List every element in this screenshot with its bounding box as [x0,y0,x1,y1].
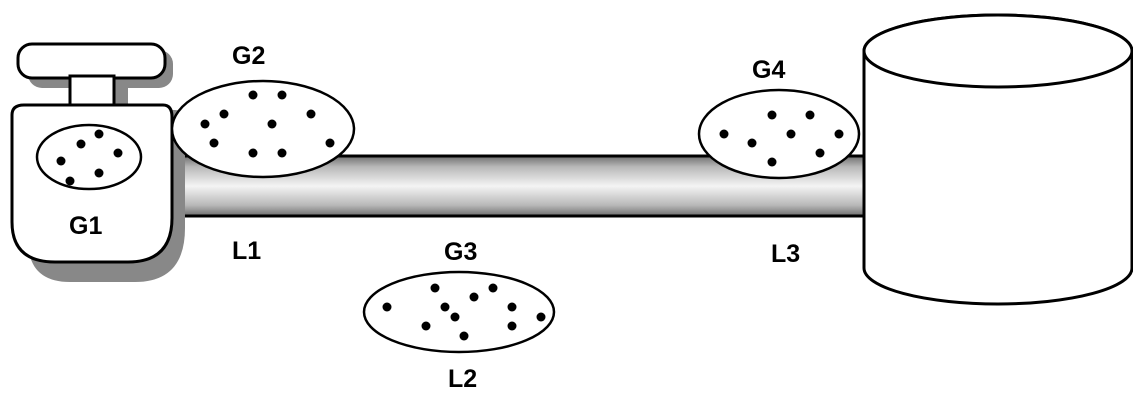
g3-particles [382,283,546,341]
group-g2 [170,79,356,179]
group-g1 [35,123,143,191]
group-g3 [362,270,556,354]
label-g1: G1 [69,212,102,240]
group-g4 [697,88,861,180]
label-l1: L1 [232,237,261,265]
label-g4: G4 [752,56,785,84]
label-l2: L2 [448,365,477,393]
g1-particles [56,129,123,186]
g2-particles [200,90,335,158]
label-g3: G3 [444,238,477,266]
g4-particles [719,110,844,167]
label-g2: G2 [232,42,265,70]
storage-tank [862,13,1133,306]
label-l3: L3 [771,240,800,268]
